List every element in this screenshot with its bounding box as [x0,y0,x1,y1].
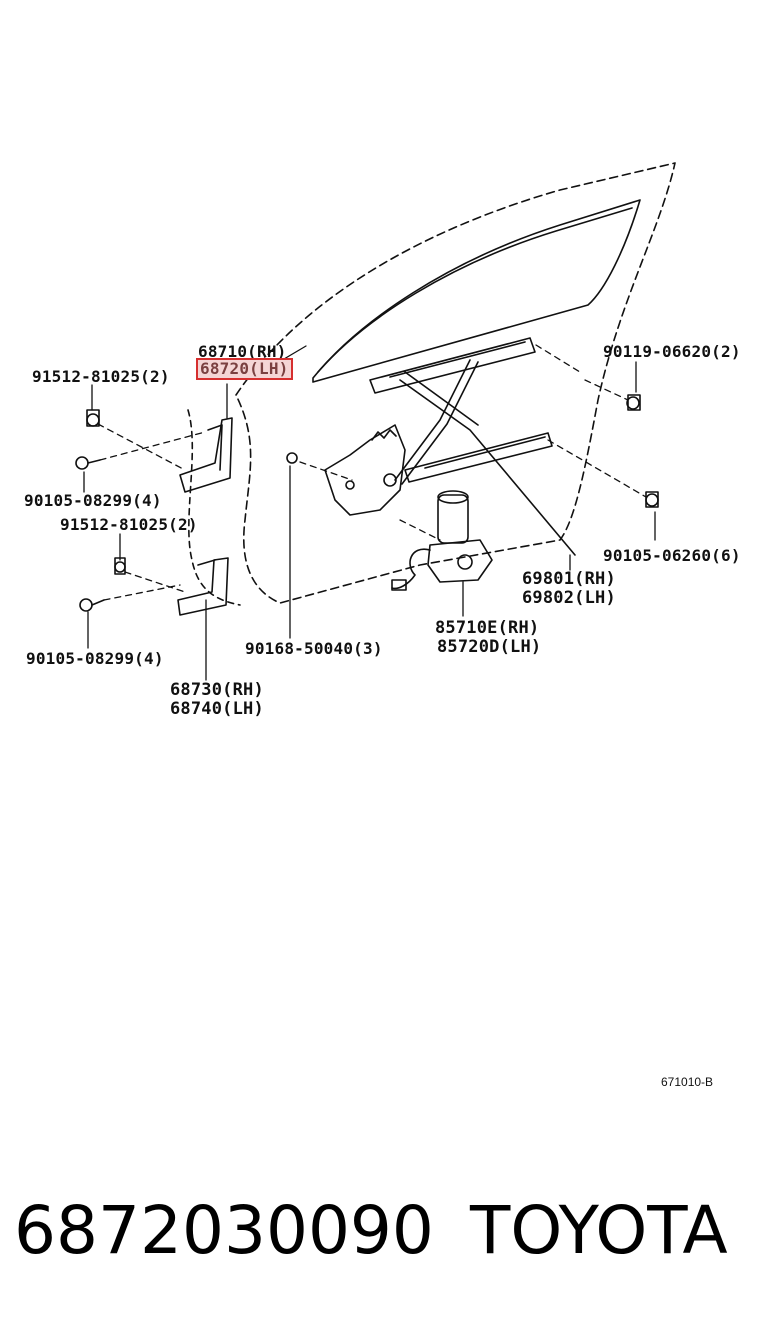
bolts [75,394,659,612]
label-91512-upper: 91512-81025(2) [32,367,170,386]
label-85720d-lh: 85720D(LH) [437,637,542,657]
regulator-upper-rail [369,337,536,394]
door-outline [235,162,676,604]
upper-hinge [179,417,233,493]
label-90105-lower: 90105-08299(4) [26,649,164,668]
label-68720-lh-highlighted[interactable]: 68720(LH) [196,358,293,380]
label-85710e-rh: 85710E(RH) [435,618,540,638]
label-68730-rh: 68730(RH) [170,680,264,700]
label-68740-lh: 68740(LH) [170,699,264,719]
label-90105-upper: 90105-08299(4) [24,491,162,510]
label-68710-rh: 68710(RH) [198,342,287,361]
label-91512-lower: 91512-81025(2) [60,515,198,534]
label-90168: 90168-50040(3) [245,639,383,658]
label-90105-regulator: 90105-06260(6) [603,546,741,565]
lower-hinge [177,557,229,616]
label-90119: 90119-06620(2) [603,342,741,361]
regulator-arm-1 [399,379,576,556]
regulator-arm-2 [394,359,471,481]
label-69802-lh: 69802(LH) [522,588,616,608]
sector-gear [324,424,406,516]
part-number: 6872030090 [14,1192,434,1269]
regulator-lower-rail [404,432,553,483]
diagram-code: 671010-B [661,1075,714,1089]
brand-name: TOYOTA [470,1192,728,1269]
label-69801-rh: 69801(RH) [522,569,616,589]
